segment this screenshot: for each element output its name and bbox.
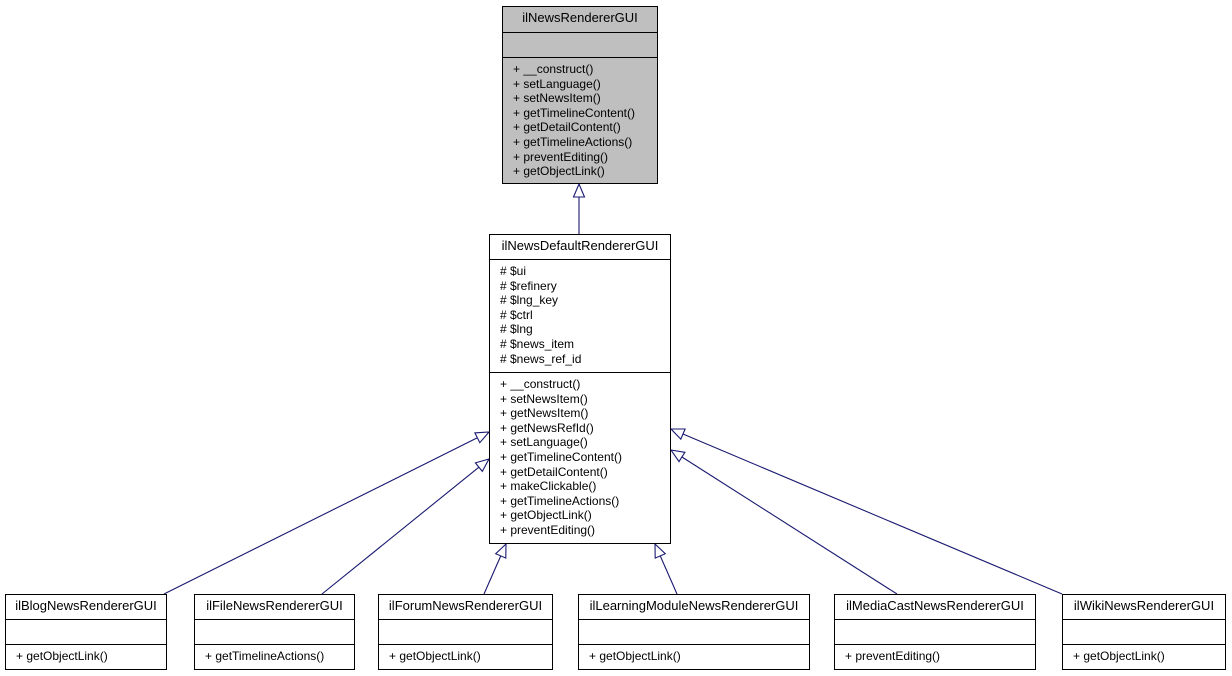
edge-forum-to-default [483,555,502,595]
operations-section: + getObjectLink() [379,645,552,664]
operation: + getTimelineContent() [513,105,635,120]
class-name: ilWikiNewsRendererGUI [1063,595,1225,620]
inheritance-arrowhead-icon [474,431,491,444]
class-name: ilLearningModuleNewsRendererGUI [579,595,809,620]
attributes-section [503,33,657,58]
attributes-section [379,620,552,645]
class-name: ilBlogNewsRendererGUI [6,595,166,620]
operation: + preventEditing() [500,522,596,537]
operation: + makeClickable() [500,479,597,494]
attribute: # $refinery [500,278,557,293]
attribute: # $lng_key [500,293,559,308]
attribute: # $ui [500,264,527,278]
class-name: ilFileNewsRendererGUI [195,595,354,620]
operation: + __construct() [513,62,594,76]
operation: + getTimelineActions() [513,134,633,149]
inheritance-arrowhead-icon [669,449,686,463]
operation: + getObjectLink() [389,649,481,663]
operation: + setNewsItem() [513,91,601,106]
operation: + __construct() [500,377,581,391]
class-ilNewsRendererGUI[interactable]: ilNewsRendererGUI + __construct() + setL… [502,6,658,184]
attributes-section: # $ui # $refinery # $lng_key # $ctrl # $… [490,260,670,373]
attributes-section [835,620,1035,645]
operation: + getObjectLink() [1073,649,1165,663]
attributes-section [579,620,809,645]
operation: + getTimelineActions() [205,649,325,663]
attribute: # $lng [500,322,533,337]
operations-section: + __construct() + setLanguage() + setNew… [503,58,657,179]
operation: + preventEditing() [845,649,941,663]
class-name: ilForumNewsRendererGUI [379,595,552,620]
inheritance-arrowhead-icon [572,182,586,198]
operation: + getObjectLink() [16,649,108,663]
edge-wiki-to-default [682,433,1063,595]
class-ilWikiNewsRendererGUI[interactable]: ilWikiNewsRendererGUI + getObjectLink() [1062,594,1226,670]
attribute: # $ctrl [500,307,533,322]
attribute: # $news_ref_id [500,351,582,366]
attribute: # $news_item [500,336,575,351]
class-name: ilMediaCastNewsRendererGUI [835,595,1035,620]
class-ilLearningModuleNewsRendererGUI[interactable]: ilLearningModuleNewsRendererGUI + getObj… [578,594,810,670]
operation: + setLanguage() [500,435,588,450]
edge-lm-to-default [659,555,678,595]
edge-mcst-to-default [681,456,898,595]
class-ilFileNewsRendererGUI[interactable]: ilFileNewsRendererGUI + getTimelineActio… [194,594,355,670]
attributes-section [1063,620,1225,645]
operation: + getTimelineActions() [500,493,620,508]
class-ilNewsDefaultRendererGUI[interactable]: ilNewsDefaultRendererGUI # $ui # $refine… [489,234,671,544]
operations-section: + getObjectLink() [579,645,809,664]
operation: + getNewsRefId() [500,420,594,435]
operation: + getObjectLink() [589,649,681,663]
class-ilForumNewsRendererGUI[interactable]: ilForumNewsRendererGUI + getObjectLink() [378,594,553,670]
attributes-section [195,620,354,645]
operation: + getDetailContent() [500,464,608,479]
operation: + setLanguage() [513,76,601,91]
inheritance-arrowhead-icon [494,542,507,559]
inheritance-arrowhead-icon [669,428,686,441]
operations-section: + preventEditing() [835,645,1035,664]
operation: + getTimelineContent() [500,449,622,464]
operations-section: + getObjectLink() [6,645,166,664]
operations-section: + getObjectLink() [1063,645,1225,664]
edge-file-to-default [321,466,480,595]
operation: + getObjectLink() [500,508,592,523]
operations-section: + __construct() + setNewsItem() + getNew… [490,373,670,538]
operation: + setNewsItem() [500,391,588,406]
operations-section: + getTimelineActions() [195,645,354,664]
inheritance-arrowhead-icon [654,542,667,559]
inheritance-arrowhead-icon [474,458,491,473]
attributes-section [6,620,166,645]
class-ilBlogNewsRendererGUI[interactable]: ilBlogNewsRendererGUI + getObjectLink() [5,594,167,670]
operation: + getObjectLink() [513,164,605,179]
operation: + preventEditing() [513,149,609,164]
class-name: ilNewsDefaultRendererGUI [490,235,670,260]
class-name: ilNewsRendererGUI [503,7,657,33]
operation: + getNewsItem() [500,406,589,421]
operation: + getDetailContent() [513,120,621,135]
edge-blog-to-default [163,437,478,595]
class-ilMediaCastNewsRendererGUI[interactable]: ilMediaCastNewsRendererGUI + preventEdit… [834,594,1036,670]
